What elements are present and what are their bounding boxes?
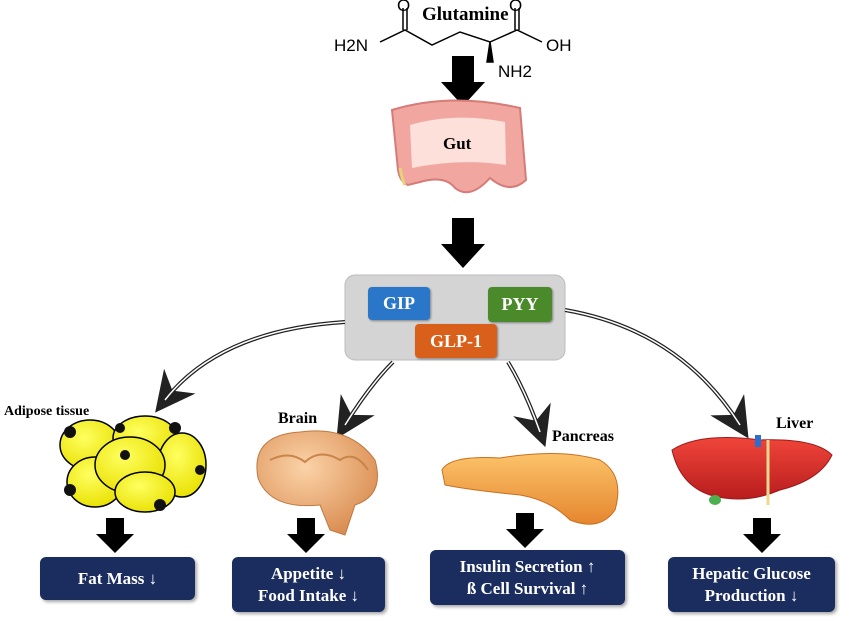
effect-insulin: Insulin Secretion ↑ ß Cell Survival ↑ xyxy=(430,550,625,605)
effect-fat-mass: Fat Mass ↓ xyxy=(40,557,195,600)
effect-text: Appetite ↓ xyxy=(270,563,347,583)
pancreas-label: Pancreas xyxy=(552,428,614,445)
oxygen-label: O xyxy=(397,0,411,15)
hormone-pyy: PYY xyxy=(488,287,552,322)
liver-illustration xyxy=(671,435,833,505)
amine-bottom-label: NH2 xyxy=(498,62,533,81)
hormone-gip: GIP xyxy=(368,287,430,320)
adipose-illustration xyxy=(59,415,207,513)
glutamine-title: Glutamine xyxy=(422,4,509,25)
effect-text: Food Intake ↓ xyxy=(257,585,360,605)
gut-label: Gut xyxy=(443,134,472,153)
oxygen-label: O xyxy=(509,0,523,15)
hydroxyl-label: OH xyxy=(546,36,572,55)
effect-appetite: Appetite ↓ Food Intake ↓ xyxy=(232,557,385,612)
adipose-label: Adipose tissue xyxy=(4,404,90,419)
effect-text: Fat Mass ↓ xyxy=(77,568,158,588)
brain-illustration xyxy=(256,430,378,536)
brain-label: Brain xyxy=(278,410,318,427)
effect-text: Insulin Secretion ↑ xyxy=(459,556,596,576)
hormone-glp1: GLP-1 xyxy=(415,324,497,358)
effect-text: ß Cell Survival ↑ xyxy=(466,578,589,598)
effect-text: Production ↓ xyxy=(704,585,799,605)
effect-hepatic-glucose: Hepatic Glucose Production ↓ xyxy=(668,557,835,612)
amine-left-label: H2N xyxy=(334,36,369,55)
effect-text: Hepatic Glucose xyxy=(692,563,811,583)
glutamine-structure xyxy=(379,8,543,63)
liver-label: Liver xyxy=(776,415,814,432)
gut-illustration xyxy=(390,99,528,194)
pancreas-illustration xyxy=(441,452,619,525)
down-arrow-icon xyxy=(96,56,781,553)
